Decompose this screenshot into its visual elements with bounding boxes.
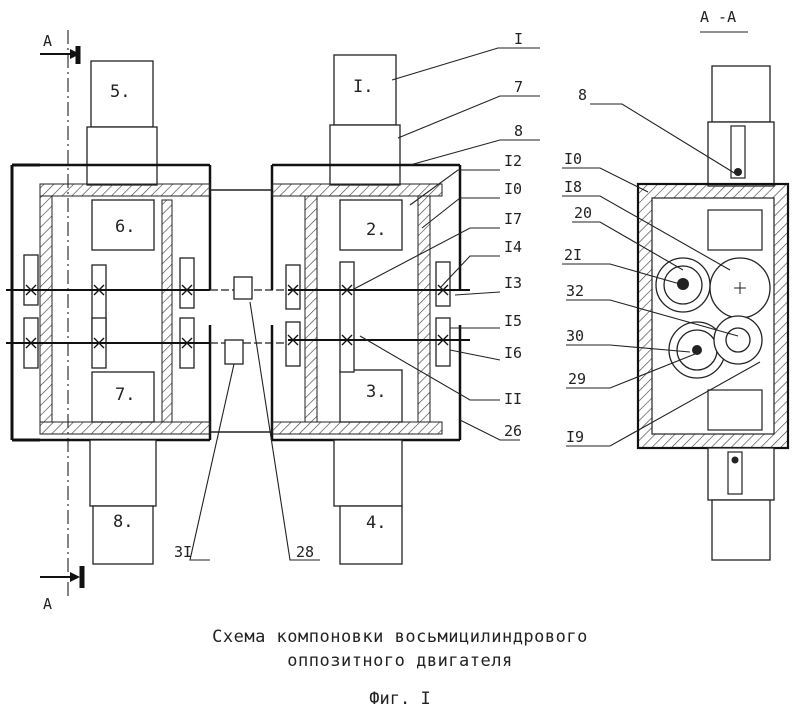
cylinder-8-label: 8. bbox=[113, 512, 133, 532]
label-12: I2 bbox=[504, 152, 522, 170]
section-label-21: 2I bbox=[564, 246, 582, 264]
label-11: II bbox=[504, 390, 522, 408]
cylinder-7 bbox=[91, 371, 155, 423]
section-line-aa: А А bbox=[40, 30, 85, 613]
section-mark-top: А bbox=[43, 32, 52, 50]
section-label-32: 32 bbox=[566, 282, 584, 300]
label-26: 26 bbox=[504, 422, 522, 440]
cylinder-6 bbox=[91, 199, 155, 251]
cylinder-6-label: 6. bbox=[115, 217, 135, 237]
cylinder-4 bbox=[339, 505, 403, 565]
section-label-29: 29 bbox=[568, 370, 586, 388]
cylinder-7-label: 7. bbox=[115, 385, 135, 405]
right-block: I. 2. 3. 4. bbox=[270, 54, 470, 565]
section-label-30: 30 bbox=[566, 327, 584, 345]
label-14: I4 bbox=[504, 238, 522, 256]
cylinder-2 bbox=[339, 199, 403, 251]
caption-line-2: оппозитного двигателя bbox=[287, 651, 513, 671]
cylinder-3-label: 3. bbox=[366, 382, 386, 402]
section-labels: 8 I0 I8 20 2I 32 30 29 I9 bbox=[564, 86, 592, 446]
cylinder-1-label: I. bbox=[353, 77, 373, 97]
section-label-20: 20 bbox=[574, 204, 592, 222]
cylinder-4-head bbox=[333, 439, 403, 507]
label-28: 28 bbox=[296, 543, 314, 561]
label-13: I3 bbox=[504, 274, 522, 292]
cylinder-1-head bbox=[329, 124, 401, 186]
label-16: I6 bbox=[504, 344, 522, 362]
section-label-8: 8 bbox=[578, 86, 587, 104]
cylinder-3 bbox=[339, 369, 403, 423]
unit-28 bbox=[233, 276, 253, 300]
figure-number: Фиг. I bbox=[369, 689, 431, 709]
shaft-coupling bbox=[210, 189, 288, 433]
section-leaders bbox=[562, 103, 761, 447]
label-15: I5 bbox=[504, 312, 522, 330]
label-7: 7 bbox=[514, 78, 523, 96]
caption-line-1: Схема компоновки восьмицилиндрового bbox=[212, 627, 588, 647]
section-label-18: I8 bbox=[564, 178, 582, 196]
label-17: I7 bbox=[504, 210, 522, 228]
section-title: А -А bbox=[700, 8, 736, 26]
unit-31 bbox=[224, 339, 244, 365]
cylinder-1 bbox=[333, 54, 397, 126]
section-mark-bottom: А bbox=[43, 595, 52, 613]
label-10: I0 bbox=[504, 180, 522, 198]
section-label-19: I9 bbox=[566, 428, 584, 446]
leader-lines bbox=[189, 47, 540, 561]
label-8: 8 bbox=[514, 122, 523, 140]
left-block: 5. 6. 7. 8. bbox=[6, 60, 212, 565]
cylinder-8 bbox=[92, 505, 154, 565]
leader-labels: I 7 8 I2 I0 I7 I4 I3 I5 I6 II 26 3I 28 bbox=[174, 30, 540, 561]
cylinder-2-label: 2. bbox=[366, 220, 386, 240]
cylinder-5-head bbox=[86, 126, 158, 186]
section-view: А -А bbox=[636, 8, 790, 561]
cylinder-8-head bbox=[89, 439, 157, 507]
cylinder-5-label: 5. bbox=[110, 82, 130, 102]
cylinder-4-label: 4. bbox=[366, 513, 386, 533]
label-I: I bbox=[514, 30, 523, 48]
section-label-10: I0 bbox=[564, 150, 582, 168]
label-31: 3I bbox=[174, 543, 192, 561]
